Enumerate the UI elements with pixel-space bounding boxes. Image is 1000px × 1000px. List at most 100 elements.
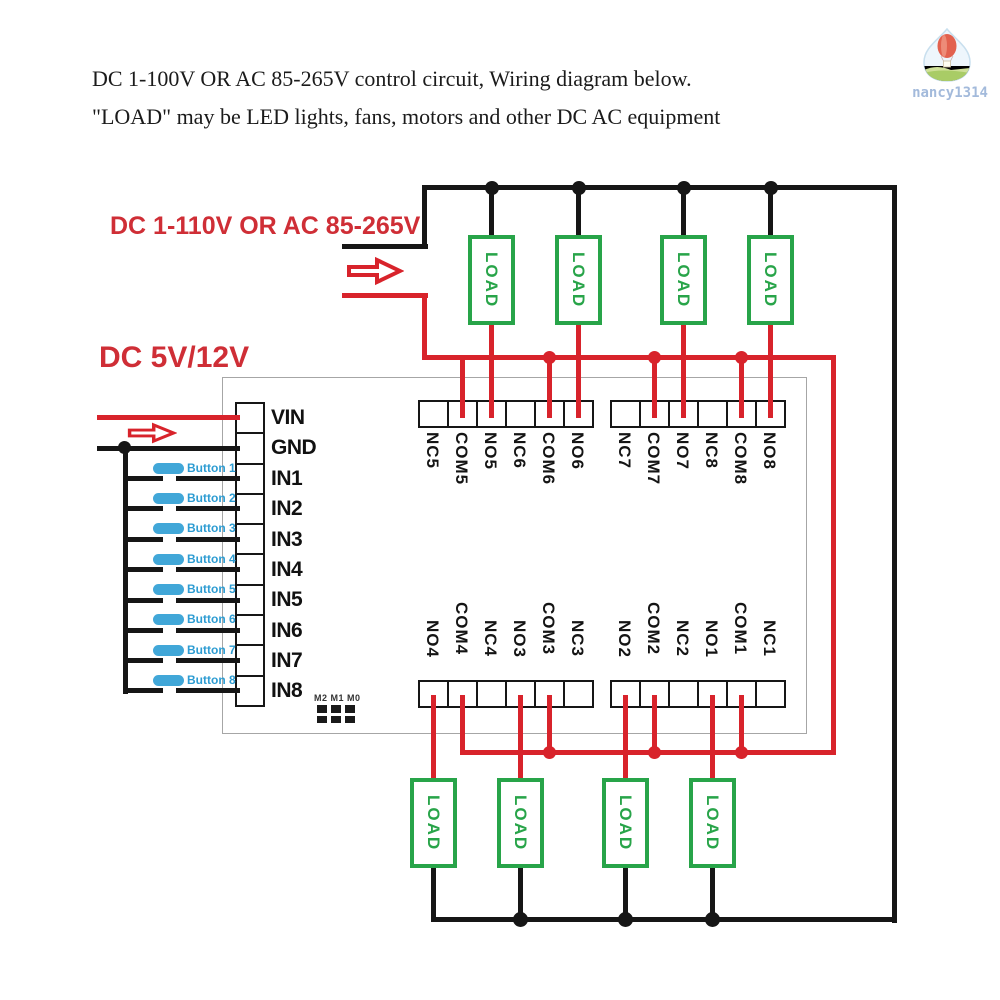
load-box: LOAD <box>689 778 736 868</box>
wire-segment <box>176 476 240 481</box>
terminal-label-no4: NO4 <box>423 620 442 658</box>
junction-dot <box>572 181 586 195</box>
wire-segment <box>739 695 744 755</box>
dc-flow-arrow-icon <box>127 422 177 444</box>
load-label: LOAD <box>703 794 722 852</box>
wire-segment <box>342 244 428 249</box>
wire-segment <box>123 476 163 481</box>
terminal-box-nc3 <box>563 680 594 708</box>
wire-segment <box>123 598 163 603</box>
junction-dot <box>118 441 131 454</box>
wire-segment <box>576 320 581 418</box>
wire-segment <box>460 357 465 418</box>
wire-segment <box>176 658 240 663</box>
wire-segment <box>431 917 897 922</box>
button-4-switch <box>153 554 184 565</box>
wire-segment <box>710 695 715 780</box>
wire-segment <box>710 864 715 920</box>
wire-segment <box>422 185 427 249</box>
load-label: LOAD <box>616 794 635 852</box>
button-6-switch <box>153 614 184 625</box>
dc-input-label: DC 5V/12V <box>99 341 250 374</box>
button-7-label: Button 7 <box>187 643 236 657</box>
pin-label-in5: IN5 <box>271 588 303 611</box>
terminal-label-no1: NO1 <box>702 620 721 658</box>
terminal-box-nc4 <box>476 680 507 708</box>
terminal-label-nc3: NC3 <box>568 620 587 658</box>
wire-segment <box>768 320 773 418</box>
terminal-box-nc2 <box>668 680 699 708</box>
wire-segment <box>123 506 163 511</box>
header-line-1: DC 1-100V OR AC 85-265V control circuit,… <box>92 66 692 91</box>
header-text: DC 1-100V OR AC 85-265V control circuit,… <box>92 60 720 136</box>
terminal-label-nc5: NC5 <box>423 432 442 470</box>
wire-segment <box>547 695 552 755</box>
wire-segment <box>489 320 494 418</box>
relay-board-outline <box>222 377 807 734</box>
button-3-label: Button 3 <box>187 521 236 535</box>
terminal-label-no7: NO7 <box>673 432 692 470</box>
button-4-label: Button 4 <box>187 552 236 566</box>
wire-segment <box>176 506 240 511</box>
load-label: LOAD <box>424 794 443 852</box>
junction-dot <box>618 912 633 927</box>
terminal-box-nc6 <box>505 400 536 428</box>
junction-dot <box>705 912 720 927</box>
junction-dot <box>735 351 748 364</box>
button-8-switch <box>153 675 184 686</box>
junction-dot <box>543 746 556 759</box>
terminal-label-no3: NO3 <box>510 620 529 658</box>
terminal-label-com3: COM3 <box>539 602 558 656</box>
wire-segment <box>176 688 240 693</box>
wire-segment <box>97 446 240 451</box>
junction-dot <box>485 181 499 195</box>
button-1-switch <box>153 463 184 474</box>
junction-dot <box>764 181 778 195</box>
terminal-label-nc8: NC8 <box>702 432 721 470</box>
junction-dot <box>648 351 661 364</box>
button-2-switch <box>153 493 184 504</box>
wire-segment <box>422 185 897 190</box>
wire-segment <box>739 357 744 418</box>
load-box: LOAD <box>602 778 649 868</box>
wire-segment <box>123 658 163 663</box>
terminal-box-nc7 <box>610 400 641 428</box>
wire-segment <box>489 188 494 238</box>
button-3-switch <box>153 523 184 534</box>
wire-segment <box>623 695 628 780</box>
wire-segment <box>123 688 163 693</box>
wire-segment <box>176 567 240 572</box>
pin-label-in2: IN2 <box>271 497 303 520</box>
load-box: LOAD <box>410 778 457 868</box>
junction-dot <box>543 351 556 364</box>
wire-segment <box>342 293 428 298</box>
button-6-label: Button 6 <box>187 612 236 626</box>
junction-dot <box>513 912 528 927</box>
wire-segment <box>97 415 240 420</box>
terminal-label-nc6: NC6 <box>510 432 529 470</box>
wire-segment <box>176 598 240 603</box>
pin-label-in8: IN8 <box>271 679 303 702</box>
wire-segment <box>123 567 163 572</box>
button-1-label: Button 1 <box>187 461 236 475</box>
wire-segment <box>681 320 686 418</box>
terminal-label-nc2: NC2 <box>673 620 692 658</box>
pin-box-in8 <box>235 674 265 707</box>
pin-label-vin: VIN <box>271 406 305 429</box>
terminal-label-no5: NO5 <box>481 432 500 470</box>
jumper-pins <box>317 705 355 723</box>
terminal-label-no2: NO2 <box>615 620 634 658</box>
terminal-box-nc1 <box>755 680 786 708</box>
wire-segment <box>892 185 897 923</box>
wire-segment <box>123 628 163 633</box>
pin-label-in6: IN6 <box>271 619 303 642</box>
wire-segment <box>518 864 523 920</box>
wire-segment <box>623 864 628 920</box>
button-5-label: Button 5 <box>187 582 236 596</box>
ac-input-label: DC 1-110V OR AC 85-265V <box>110 212 421 240</box>
pin-label-in3: IN3 <box>271 528 303 551</box>
wire-segment <box>422 355 836 360</box>
load-box: LOAD <box>497 778 544 868</box>
terminal-label-com4: COM4 <box>452 602 471 656</box>
